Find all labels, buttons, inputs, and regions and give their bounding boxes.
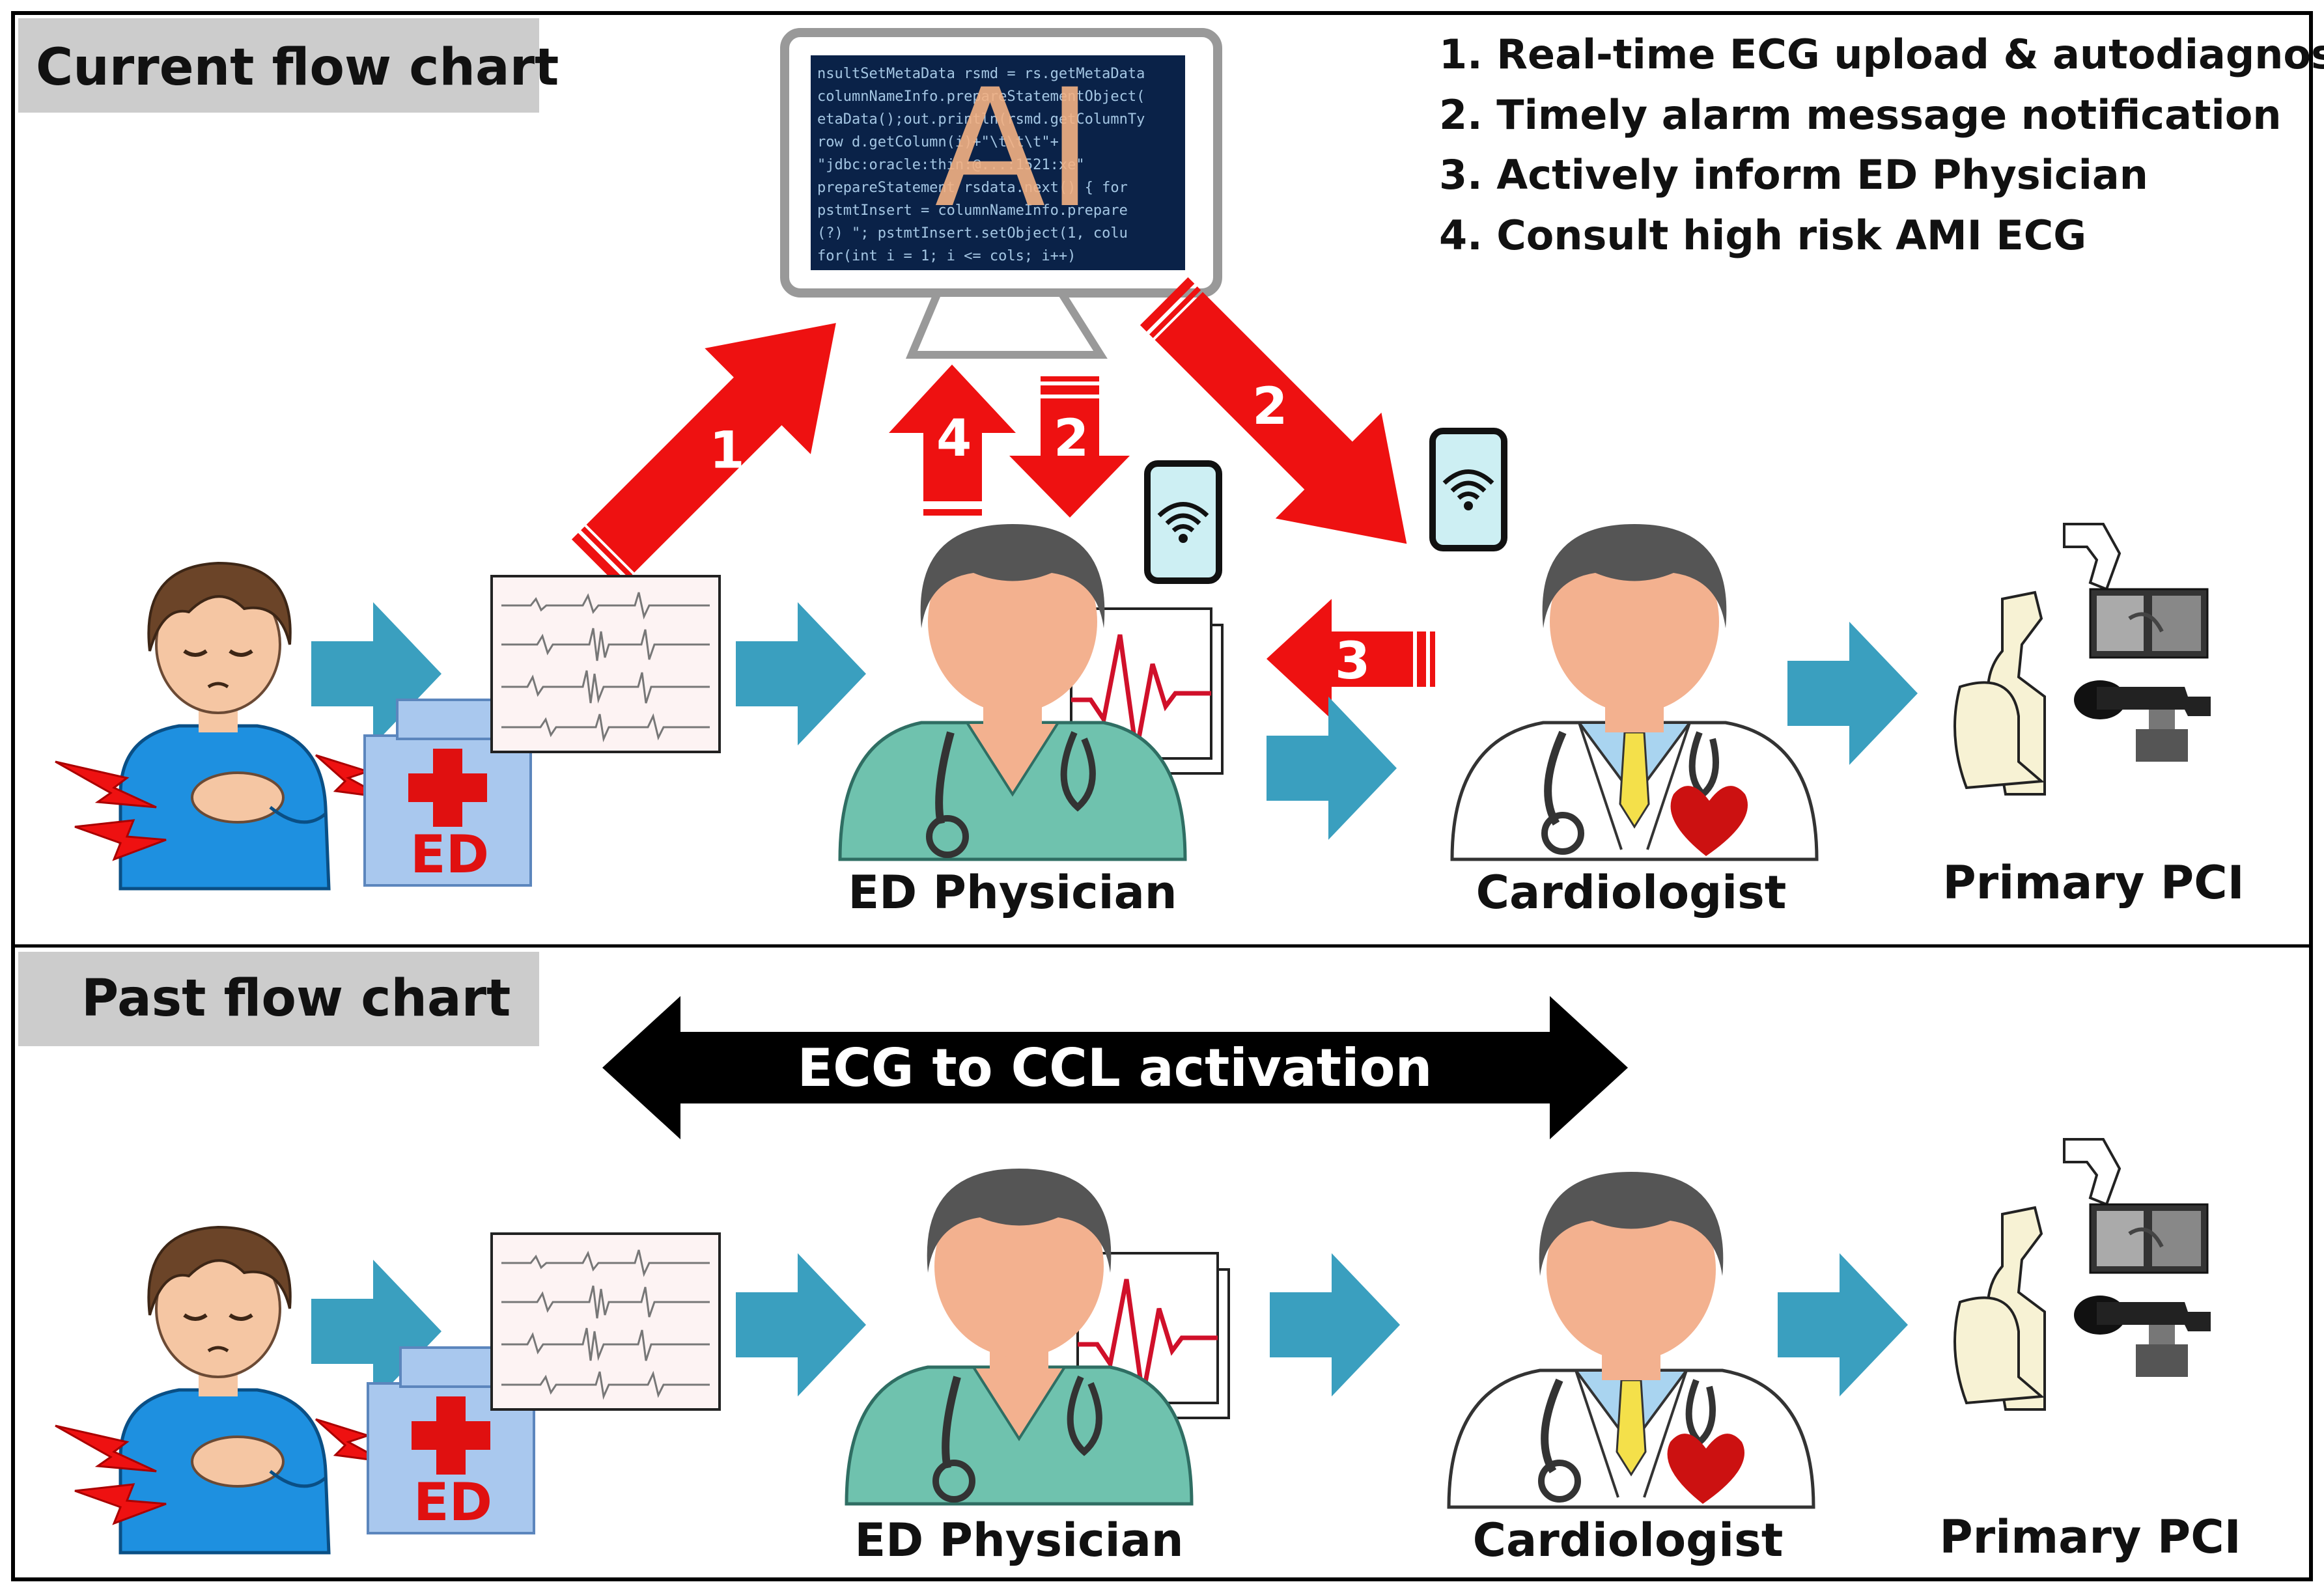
current-header: Current flow chart (36, 38, 559, 97)
flow-arrow-past-3 (1270, 1253, 1400, 1396)
flow-arrow-2 (736, 602, 866, 745)
physician-phone-icon (1147, 464, 1219, 581)
svg-text:nsultSetMetaData rsmd = rs.get: nsultSetMetaData rsmd = rs.getMetaData (817, 66, 1145, 82)
ecg-strip-image-past (490, 1232, 721, 1411)
cardiologist-phone-icon (1433, 431, 1504, 548)
flow-arrow-4 (1787, 622, 1918, 765)
arrow-3-number: 3 (1335, 632, 1370, 691)
arrow-1-number: 1 (709, 422, 744, 480)
arrow-2-notify: 2 (1140, 277, 1407, 544)
cardiologist-label-past: Cardiologist (1473, 1514, 1784, 1567)
ai-monitor-icon: nsultSetMetaData rsmd = rs.getMetaData c… (780, 28, 1222, 359)
ecg-strip-image (490, 575, 721, 753)
cardiologist-avatar (1452, 524, 1817, 859)
flow-arrow-past-4 (1778, 1253, 1908, 1396)
arrow-4-number: 4 (936, 409, 972, 468)
primary-pci-label: Primary PCI (1942, 856, 2244, 909)
primary-pci-label-past: Primary PCI (1939, 1510, 2241, 1564)
ed-physician-label-past: ED Physician (854, 1514, 1183, 1567)
ed-building-icon-past: ED (367, 1346, 535, 1534)
step-1: 1. Real-time ECG upload & autodiagnosis (1439, 31, 2324, 78)
arrow-2a-number: 2 (1054, 409, 1089, 468)
ed-badge-text: ED (410, 824, 489, 885)
cardiologist-avatar-past (1449, 1172, 1813, 1507)
current-header-box (18, 18, 539, 113)
arrow-2-down: 2 (1009, 376, 1130, 518)
svg-text:for(int i = 1; i <= cols; i++): for(int i = 1; i <= cols; i++) (817, 248, 1076, 264)
step-2: 2. Timely alarm message notification (1439, 91, 2282, 139)
current-panel: Current flow chart 1. Real-time ECG uplo… (18, 18, 2324, 919)
past-header-box (18, 952, 539, 1046)
flow-arrow-3 (1267, 697, 1397, 840)
arrow-3-inform: 3 (1267, 599, 1435, 719)
step-4: 4. Consult high risk AMI ECG (1439, 212, 2086, 259)
patient-chest-pain-icon-past (55, 1227, 384, 1553)
arrow-4-consult: 4 (889, 365, 1016, 516)
patient-chest-pain-icon (55, 563, 384, 889)
ed-physician-label: ED Physician (848, 866, 1177, 919)
arrow-2b-number: 2 (1252, 378, 1287, 436)
ai-label: AI (934, 54, 1094, 243)
figure-border (11, 11, 2313, 1581)
step-3: 3. Actively inform ED Physician (1439, 151, 2148, 199)
past-panel: Past flow chart ECG to CCL activation ED… (18, 952, 2241, 1567)
svg-text:"jdbc:oracle:thin:@...:1521:xe: "jdbc:oracle:thin:@...:1521:xe" (817, 157, 1085, 173)
ecg-to-ccl-label: ECG to CCL activation (798, 1038, 1433, 1098)
flow-arrow-past-2 (736, 1253, 866, 1396)
svg-text:prepareStatement rsdata.next(): prepareStatement rsdata.next() { for (817, 180, 1128, 196)
arrow-1-upload: 1 (571, 323, 836, 588)
ecg-to-ccl-arrow: ECG to CCL activation (602, 996, 1628, 1139)
svg-text:pstmtInsert = columnNameInfo.p: pstmtInsert = columnNameInfo.prepare (817, 202, 1128, 219)
past-header: Past flow chart (81, 969, 511, 1028)
svg-text:columnNameInfo.prepareStatemen: columnNameInfo.prepareStatementObject( (817, 89, 1145, 105)
steps-list: 1. Real-time ECG upload & autodiagnosis … (1439, 31, 2324, 259)
svg-text:(?) "; pstmtInsert.setObject(1: (?) "; pstmtInsert.setObject(1, colu (817, 225, 1128, 242)
cath-lab-icon (1955, 524, 2211, 794)
ed-badge-text-past: ED (413, 1472, 492, 1533)
ed-building-icon: ED (363, 699, 532, 887)
cath-lab-icon-past (1955, 1139, 2211, 1409)
cardiologist-label: Cardiologist (1476, 866, 1787, 919)
svg-text:etaData();out.println(rsmd.get: etaData();out.println(rsmd.getColumnTy (817, 111, 1145, 128)
svg-text:row d.getColumn(i)+"\t\t\t"+: row d.getColumn(i)+"\t\t\t"+ (817, 134, 1059, 150)
